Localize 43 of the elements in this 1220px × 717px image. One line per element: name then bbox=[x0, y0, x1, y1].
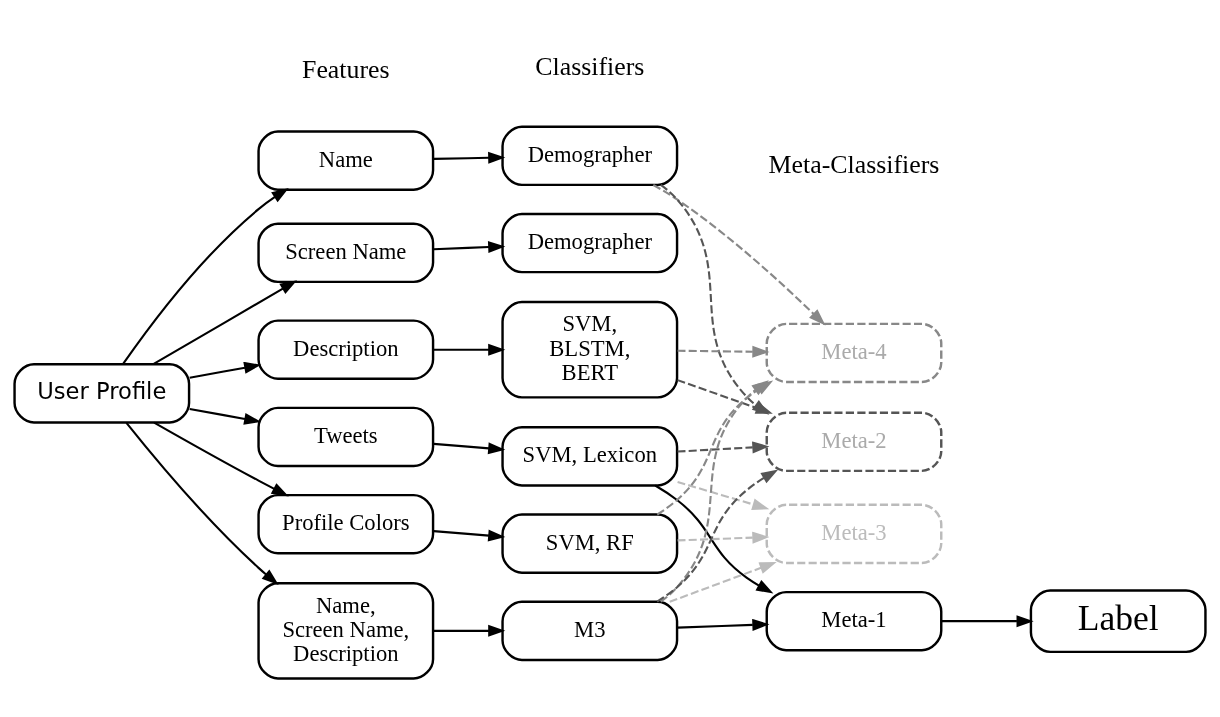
node-box: Meta-3 bbox=[765, 503, 943, 564]
arrow bbox=[153, 421, 289, 496]
arrow bbox=[677, 531, 770, 544]
node-box: Meta-4 bbox=[765, 322, 943, 383]
node-box: Description bbox=[257, 318, 435, 380]
arrow bbox=[433, 151, 506, 164]
arrow bbox=[433, 529, 506, 542]
arrow bbox=[433, 441, 506, 454]
node-box: Label bbox=[1029, 588, 1207, 653]
arrow bbox=[652, 183, 826, 326]
arrow bbox=[677, 480, 770, 510]
node-box: Meta-1 bbox=[765, 590, 943, 651]
arrow bbox=[669, 561, 777, 603]
node-box: Meta-2 bbox=[765, 411, 943, 472]
node-box: SVM, Lexicon bbox=[501, 425, 679, 487]
arrow bbox=[654, 484, 774, 593]
node-box: Demographer bbox=[501, 212, 679, 273]
arrow bbox=[189, 361, 262, 379]
node-box: Profile Colors bbox=[257, 493, 435, 554]
arrow bbox=[433, 624, 506, 637]
arrow bbox=[677, 345, 770, 358]
node-box: User Profile bbox=[13, 362, 191, 424]
node-box: SVM, BLSTM, BERT bbox=[501, 300, 679, 399]
arrow bbox=[189, 407, 262, 425]
arrow bbox=[122, 187, 289, 364]
arrow bbox=[677, 440, 770, 453]
node-box: SVM, RF bbox=[501, 512, 679, 574]
arrow bbox=[677, 618, 770, 631]
node-box: M3 bbox=[501, 600, 679, 661]
label: Meta-Classifiers bbox=[768, 149, 940, 179]
arrow bbox=[941, 614, 1034, 627]
node-box: Tweets bbox=[257, 406, 435, 467]
node-box: Screen Name bbox=[257, 221, 435, 283]
arrow bbox=[152, 279, 298, 365]
node-box: Name bbox=[257, 129, 435, 191]
node-box: Demographer bbox=[501, 125, 679, 186]
node-box: Name, Screen Name, Description bbox=[257, 581, 435, 680]
label: Classifiers bbox=[535, 51, 645, 81]
arrow bbox=[125, 421, 279, 585]
arrow bbox=[656, 469, 779, 602]
arrow bbox=[433, 343, 506, 356]
label: Features bbox=[302, 54, 390, 84]
arrow bbox=[433, 240, 506, 253]
